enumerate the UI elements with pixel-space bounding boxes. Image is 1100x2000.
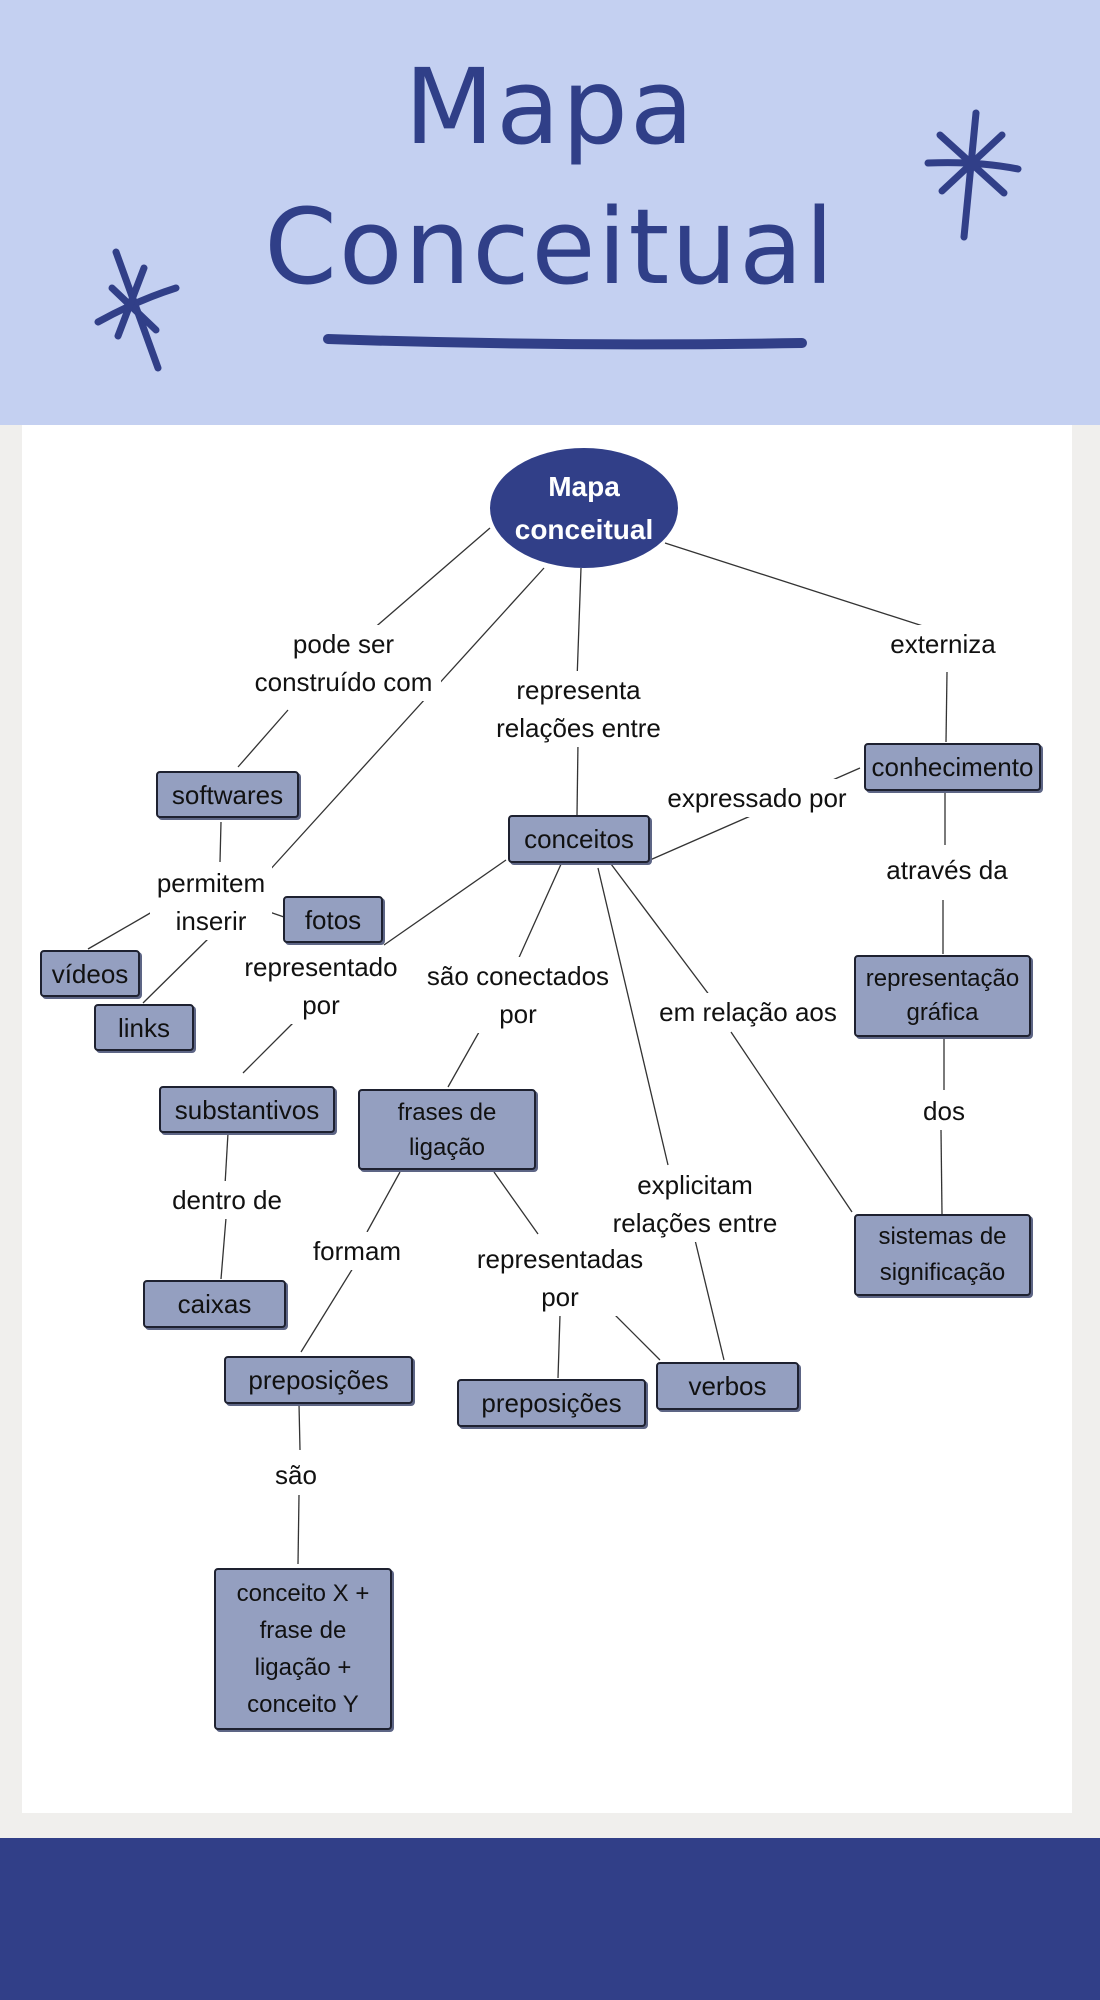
link-explicitam-relacoes-entre: explicitam relações entre bbox=[603, 1166, 787, 1242]
link-explicitam-line1: explicitam bbox=[637, 1170, 753, 1200]
node-verbos[interactable]: verbos bbox=[656, 1362, 799, 1410]
node-representacao-grafica[interactable]: representação gráfica bbox=[854, 955, 1031, 1037]
node-frases-line1: frases de bbox=[397, 1098, 497, 1126]
node-representacao-line1: representação bbox=[865, 965, 1020, 992]
link-representado-line2: por bbox=[302, 990, 340, 1020]
link-representadas-line1: representadas bbox=[476, 1244, 644, 1274]
node-fotos[interactable]: fotos bbox=[283, 896, 383, 943]
node-links[interactable]: links bbox=[94, 1004, 194, 1051]
link-expressado-por: expressado por bbox=[660, 779, 854, 817]
node-preposicoes-center[interactable]: preposições bbox=[457, 1379, 646, 1427]
node-videos[interactable]: vídeos bbox=[40, 950, 140, 997]
root-label-line2: conceitual bbox=[514, 514, 654, 545]
link-conectados-line1: são conectados bbox=[426, 961, 610, 991]
link-em-relacao-aos: em relação aos bbox=[650, 993, 846, 1031]
link-representadas-line2: por bbox=[541, 1282, 579, 1312]
footer-band bbox=[0, 1838, 1100, 2000]
node-preposicoes-left[interactable]: preposições bbox=[224, 1356, 413, 1404]
page-title-line1: Mapa bbox=[404, 46, 696, 168]
node-sistemas-line1: sistemas de bbox=[878, 1223, 1007, 1250]
link-permitem-inserir: permitem inserir bbox=[150, 864, 272, 940]
node-frases-line2: ligação bbox=[408, 1133, 486, 1161]
header-banner: Mapa Conceitual bbox=[0, 0, 1100, 425]
node-conceito-line1: conceito X + bbox=[236, 1580, 370, 1607]
root-label-line1: Mapa bbox=[548, 471, 620, 502]
node-conceito-line2: frase de bbox=[259, 1617, 347, 1644]
link-sao: são bbox=[266, 1456, 326, 1494]
node-conhecimento[interactable]: conhecimento bbox=[864, 743, 1041, 791]
link-representa-line2: relações entre bbox=[496, 713, 661, 743]
link-pode-ser-line1: pode ser bbox=[292, 629, 395, 659]
link-permitem-line1: permitem bbox=[156, 868, 266, 898]
link-representa-line1: representa bbox=[516, 675, 641, 705]
sparkle-left-icon bbox=[94, 248, 180, 372]
node-frases-de-ligacao[interactable]: frases de ligação bbox=[358, 1089, 536, 1170]
link-pode-ser-line2: construído com bbox=[254, 667, 433, 697]
sparkle-right-icon bbox=[924, 109, 1022, 241]
node-substantivos[interactable]: substantivos bbox=[159, 1086, 335, 1133]
link-externiza: externiza bbox=[887, 625, 999, 663]
node-conceito-x-frase-conceito-y[interactable]: conceito X + frase de ligação + conceito… bbox=[214, 1568, 392, 1730]
link-explicitam-line2: relações entre bbox=[612, 1208, 778, 1238]
node-caixas[interactable]: caixas bbox=[143, 1280, 286, 1328]
node-conceito-line4: conceito Y bbox=[247, 1691, 359, 1718]
node-softwares[interactable]: softwares bbox=[156, 771, 299, 818]
node-conceitos[interactable]: conceitos bbox=[508, 815, 650, 863]
link-atraves-da: através da bbox=[880, 851, 1014, 889]
link-representadas-por: representadas por bbox=[468, 1240, 652, 1316]
link-permitem-line2: inserir bbox=[175, 906, 247, 936]
node-sistemas-de-significacao[interactable]: sistemas de significação bbox=[854, 1214, 1031, 1296]
link-pode-ser-construido-com: pode ser construído com bbox=[246, 625, 441, 701]
title-underline bbox=[323, 334, 807, 350]
link-representado-por: representado por bbox=[236, 948, 406, 1024]
node-conceito-line3: ligação + bbox=[254, 1654, 352, 1681]
root-node-mapa-conceitual[interactable]: Mapa conceitual bbox=[490, 448, 678, 568]
link-representa-relacoes-entre: representa relações entre bbox=[488, 671, 669, 747]
page-title-line2: Conceitual bbox=[264, 186, 836, 308]
node-sistemas-line2: significação bbox=[879, 1259, 1006, 1286]
link-formam: formam bbox=[302, 1232, 412, 1270]
link-representado-line1: representado bbox=[244, 952, 398, 982]
link-sao-conectados-por: são conectados por bbox=[418, 957, 618, 1033]
link-dentro-de: dentro de bbox=[162, 1181, 292, 1219]
link-conectados-line2: por bbox=[499, 999, 537, 1029]
node-representacao-line2: gráfica bbox=[906, 999, 979, 1026]
link-dos: dos bbox=[912, 1092, 976, 1130]
